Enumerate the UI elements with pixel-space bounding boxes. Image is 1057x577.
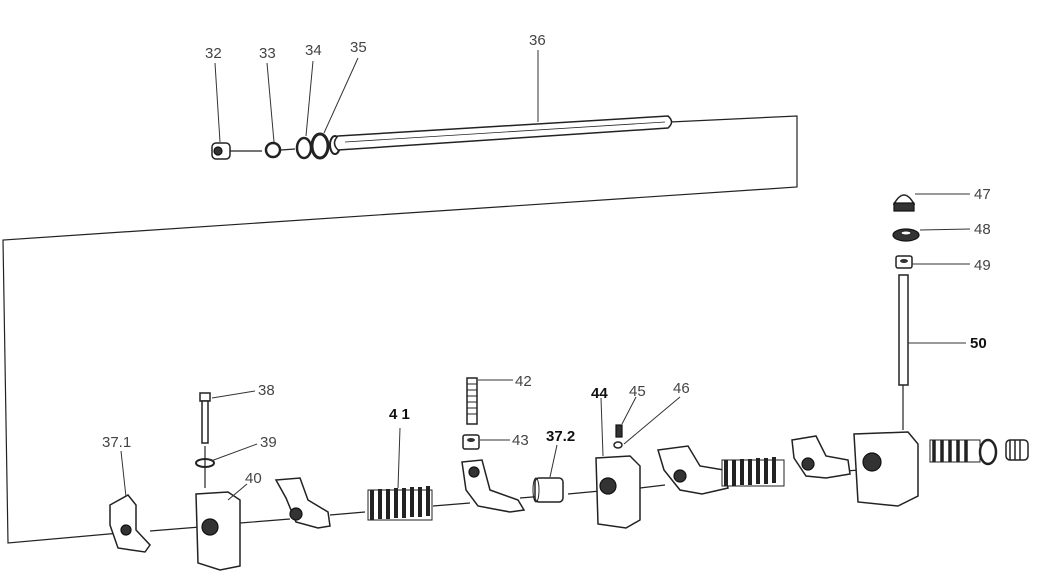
bolt-part: [199, 392, 211, 444]
rocker-arm-right-2-part: [791, 435, 851, 479]
callout-50: 50: [970, 335, 987, 352]
callout-38: 38: [258, 382, 275, 399]
rocker-arm-center-part: [461, 459, 526, 513]
bushing-37-2-part: [532, 477, 564, 503]
cap-nut-part: [892, 194, 916, 212]
stud-part: [898, 274, 909, 430]
callout-49: 49: [974, 257, 991, 274]
callout-46: 46: [673, 380, 690, 397]
rocker-arm-37-1-part: [109, 494, 151, 553]
callout-36: 36: [529, 32, 546, 49]
ring-right-part: [978, 438, 998, 466]
assembly-axis-line: [149, 469, 861, 532]
callout-47: 47: [974, 186, 991, 203]
callout-40: 40: [245, 470, 262, 487]
rocker-arm-part: [274, 477, 331, 529]
washer-39-part: [195, 446, 215, 488]
spring-right-2-part: [929, 439, 981, 463]
spring-right-1-part: [721, 457, 785, 487]
screw-45-part: [615, 424, 623, 438]
bracket-right-part: [853, 431, 919, 507]
callout-33: 33: [259, 45, 276, 62]
adjusting-screw-part: [466, 377, 478, 425]
callout-44: 44: [591, 385, 608, 402]
callout-41: 4 1: [389, 406, 410, 423]
rocker-arm-right-1-part: [657, 445, 729, 495]
nut-49-part: [895, 255, 913, 269]
callout-43: 43: [512, 432, 529, 449]
bracket-44-part: [595, 455, 641, 529]
leader-lines: [120, 50, 971, 501]
callout-37-1: 37.1: [102, 434, 131, 451]
ring-34-part: [295, 136, 313, 160]
callout-37-2: 37.2: [546, 428, 575, 445]
washer-48-part: [892, 228, 920, 242]
callout-39: 39: [260, 434, 277, 451]
callout-42: 42: [515, 373, 532, 390]
callout-45: 45: [629, 383, 646, 400]
callout-48: 48: [974, 221, 991, 238]
circlip-part: [264, 141, 296, 159]
lock-nut-part: [462, 434, 480, 450]
callout-35: 35: [350, 39, 367, 56]
plug-screw-right-part: [1005, 439, 1029, 461]
bracket-40-part: [195, 491, 241, 571]
callout-32: 32: [205, 45, 222, 62]
plug-screw-part: [211, 142, 262, 160]
assembly-frame-line: [2, 115, 798, 544]
callout-34: 34: [305, 42, 322, 59]
washer-46-part: [613, 441, 623, 449]
rocker-shaft-part: [333, 115, 673, 151]
spring-41-part: [367, 486, 433, 521]
